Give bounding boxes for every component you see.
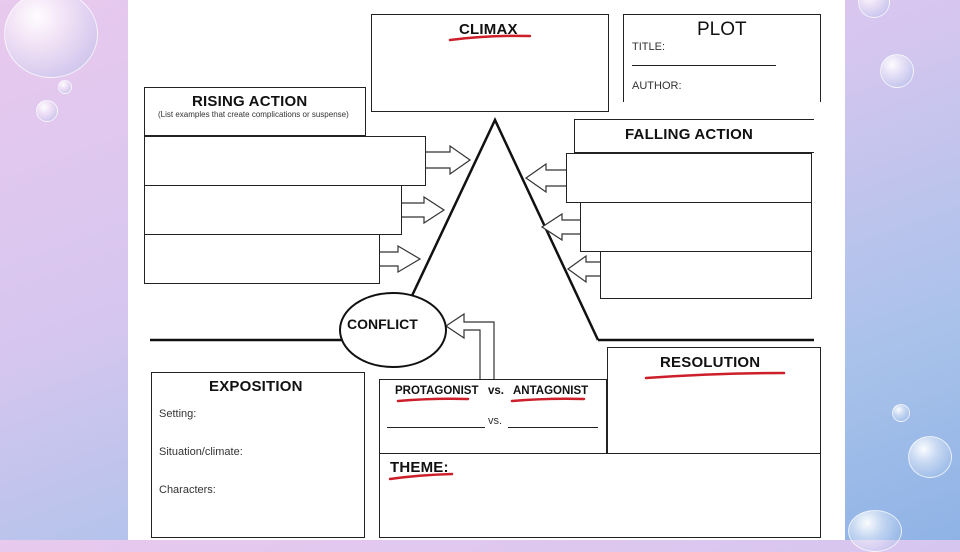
decor-bubble xyxy=(58,80,72,94)
falling-action-heading: FALLING ACTION xyxy=(625,126,754,143)
resolution-box: RESOLUTION xyxy=(607,347,821,454)
decor-bubble xyxy=(880,54,914,88)
exposition-setting-label: Setting: xyxy=(159,408,197,420)
protagonist-antagonist-box: PROTAGONIST vs. ANTAGONIST vs. xyxy=(379,379,607,455)
exposition-heading: EXPOSITION xyxy=(209,378,303,395)
decor-bubble xyxy=(36,100,58,122)
exposition-situation-label: Situation/climate: xyxy=(159,446,243,458)
plot-mountain-outline xyxy=(408,117,600,341)
antagonist-underline xyxy=(510,397,586,403)
climax-heading: CLIMAX xyxy=(459,21,518,38)
decor-bubble xyxy=(858,0,890,18)
falling-action-header: FALLING ACTION xyxy=(574,119,814,153)
antagonist-label: ANTAGONIST xyxy=(513,385,589,397)
decor-bubble xyxy=(848,510,902,552)
decor-bubble xyxy=(908,436,952,478)
exposition-box: EXPOSITION Setting: Situation/climate: C… xyxy=(151,372,365,538)
falling-arrow-icon xyxy=(524,162,566,194)
falling-arrow-icon xyxy=(540,212,580,242)
rising-action-heading: RISING ACTION xyxy=(192,93,308,110)
falling-action-row xyxy=(580,202,812,252)
protagonist-label: PROTAGONIST xyxy=(395,385,479,397)
theme-box: THEME: xyxy=(379,453,821,538)
plot-label: PLOT xyxy=(697,19,747,40)
rising-arrow-icon xyxy=(380,244,422,274)
decor-bubble xyxy=(4,0,98,78)
plot-mountain-diagram xyxy=(150,34,814,481)
resolution-underline xyxy=(644,371,786,380)
rising-action-note: (List examples that create complications… xyxy=(158,110,349,119)
plot-worksheet: PLOT TITLE: AUTHOR: CLIMAX RISING ACTION… xyxy=(128,0,845,540)
exposition-characters-label: Characters: xyxy=(159,484,216,496)
conflict-ellipse xyxy=(339,292,447,368)
rising-action-header: RISING ACTION (List examples that create… xyxy=(144,87,366,136)
theme-heading: THEME: xyxy=(390,459,449,476)
versus-label: vs. xyxy=(488,385,504,397)
protagonist-underline xyxy=(396,397,470,403)
conflict-arrow-icon xyxy=(444,312,495,379)
falling-arrow-icon xyxy=(566,254,600,284)
falling-action-row xyxy=(600,251,812,299)
climax-box: CLIMAX xyxy=(371,14,609,112)
title-line xyxy=(632,65,776,66)
protagonist-line xyxy=(387,427,485,428)
rising-arrow-icon xyxy=(402,195,446,225)
author-label: AUTHOR: xyxy=(632,80,682,92)
antagonist-line xyxy=(508,427,598,428)
conflict-label: CONFLICT xyxy=(347,316,418,332)
rising-action-row xyxy=(144,136,426,186)
plot-title-box: PLOT TITLE: AUTHOR: xyxy=(623,14,821,102)
resolution-heading: RESOLUTION xyxy=(660,354,761,371)
decor-bubble xyxy=(892,404,910,422)
rising-action-row xyxy=(144,234,380,284)
vs-line-label: vs. xyxy=(488,415,503,427)
rising-action-row xyxy=(144,185,402,235)
title-label: TITLE: xyxy=(632,41,666,53)
theme-underline xyxy=(388,472,454,481)
rising-arrow-icon xyxy=(426,144,472,176)
falling-action-row xyxy=(566,153,812,203)
climax-underline xyxy=(448,34,532,42)
